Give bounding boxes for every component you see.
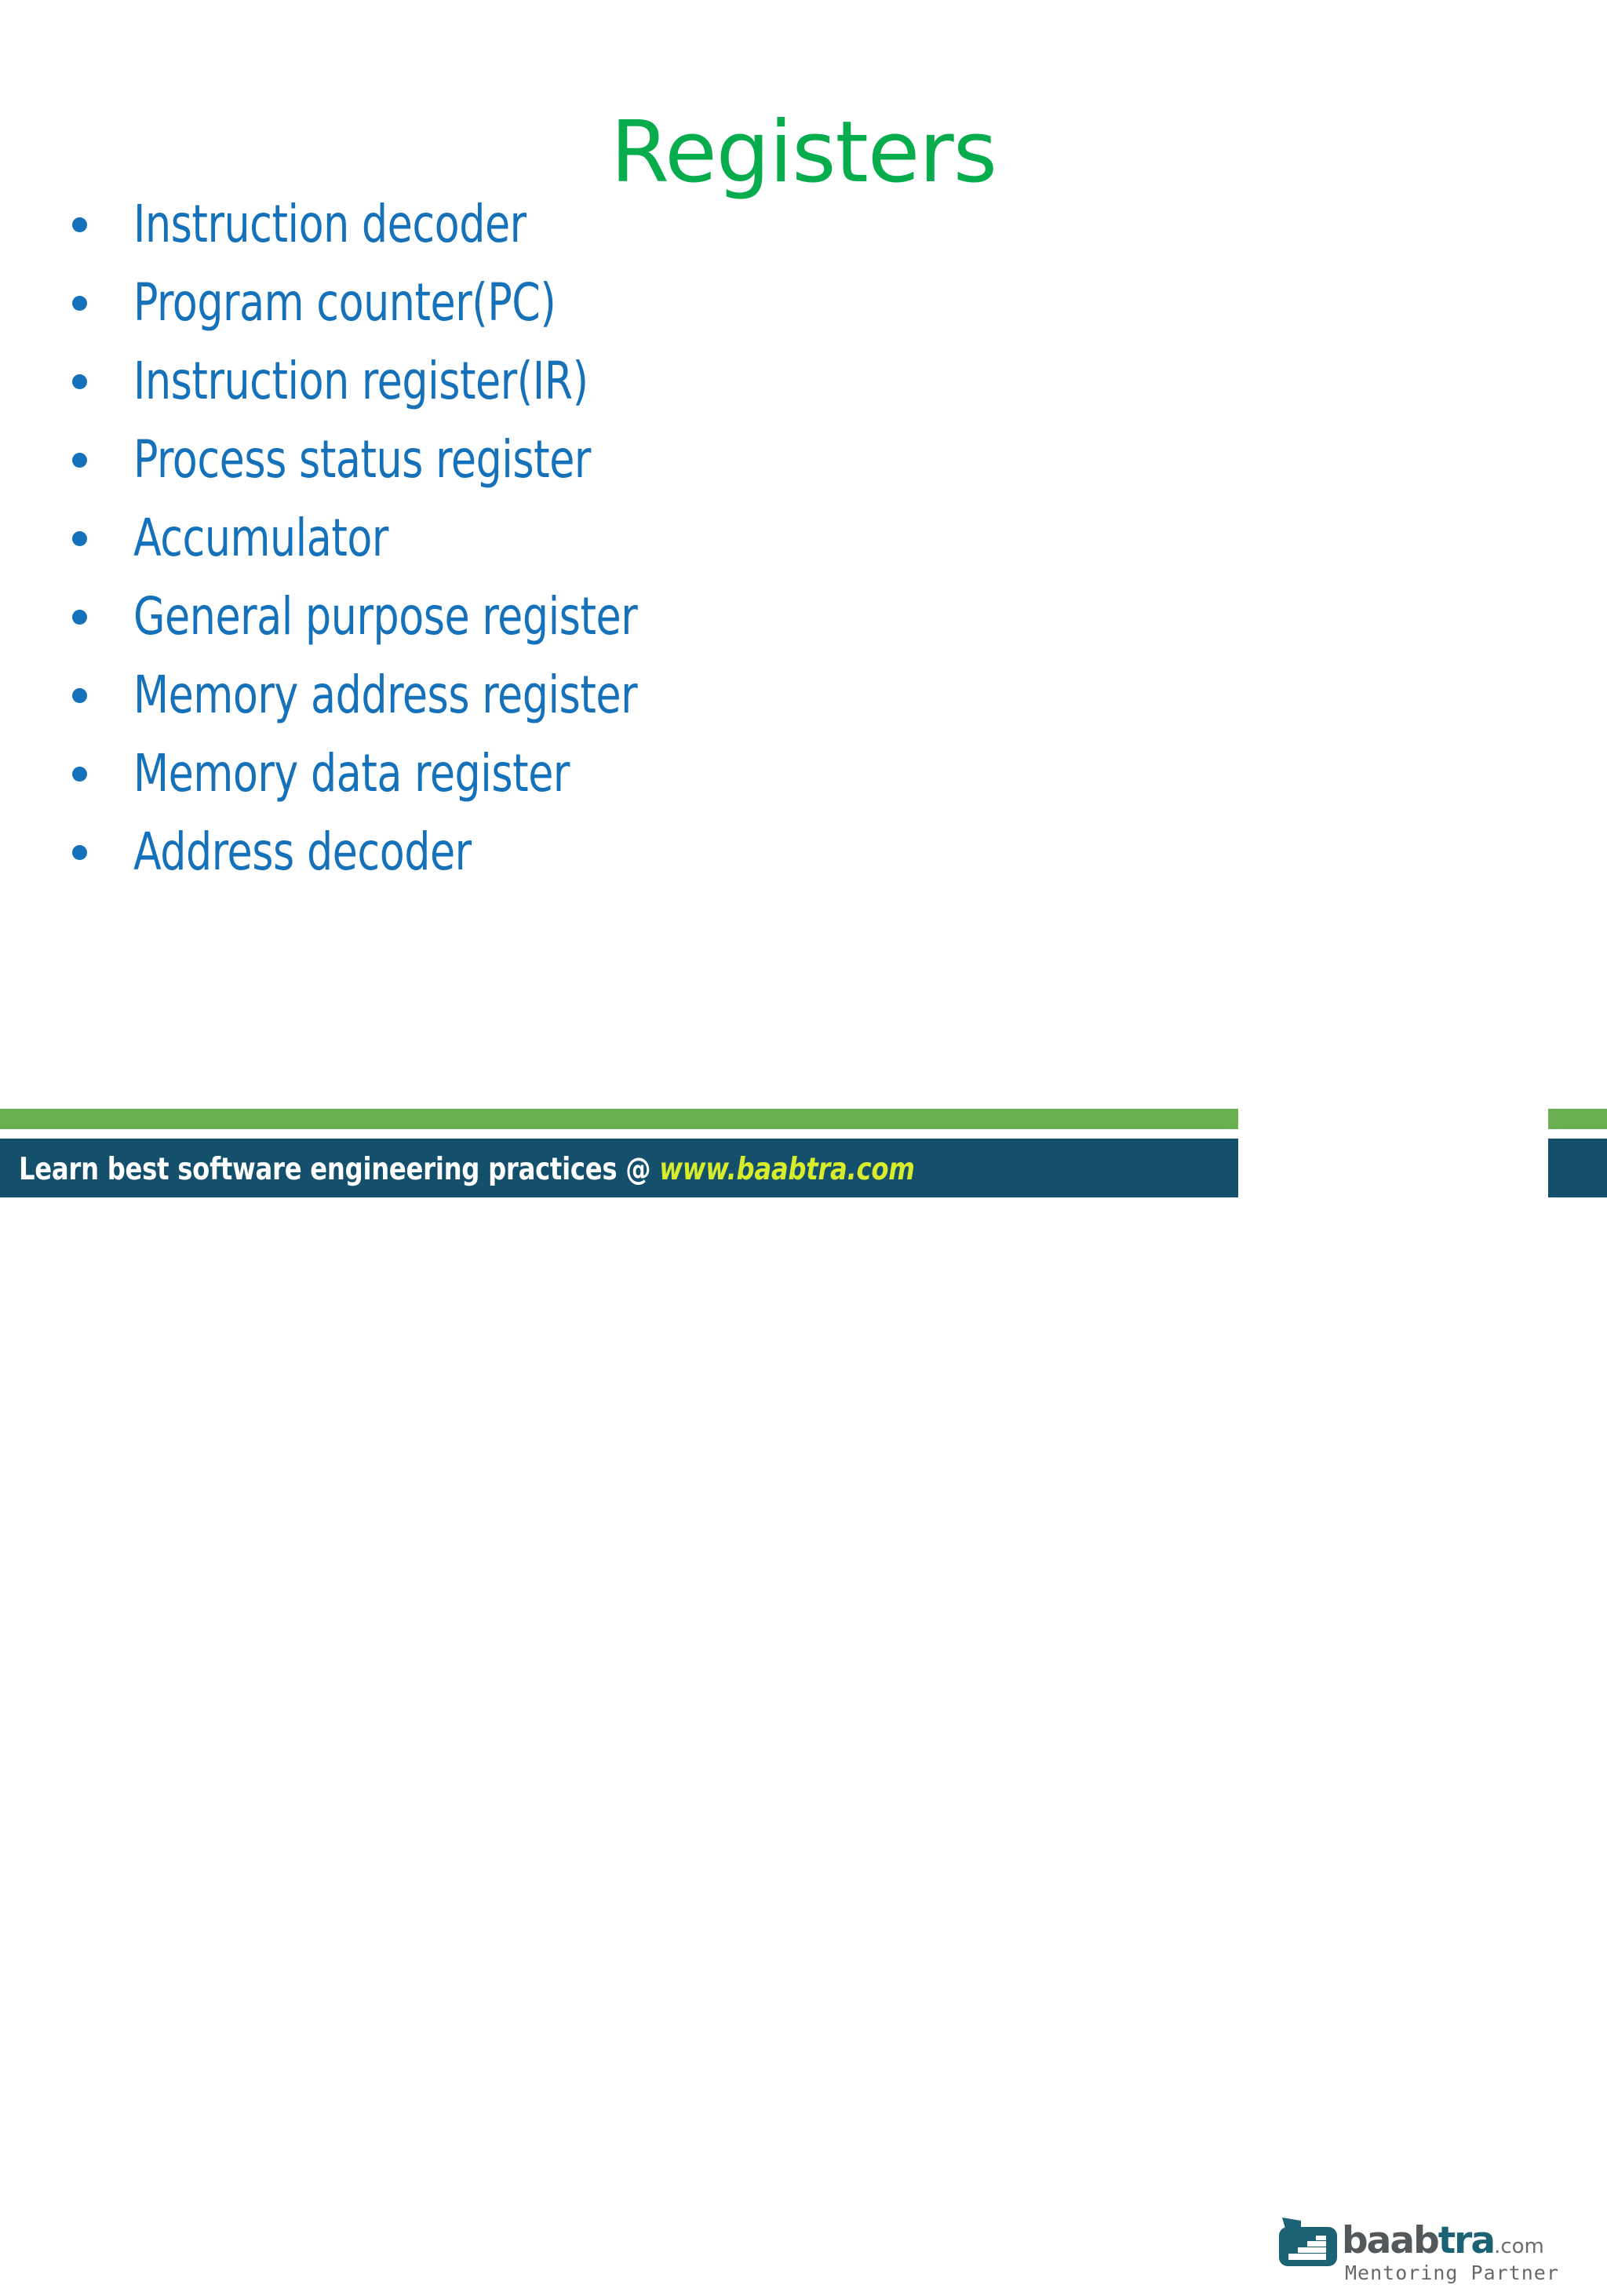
list-item-label: Instruction register(IR) [133,351,589,411]
bullet-dot-icon [72,688,87,703]
bullet-dot-icon [72,453,87,468]
bullet-dot-icon [72,767,87,782]
list-item: Instruction decoder [61,185,1489,264]
bullet-dot-icon [72,374,87,389]
footer-green-bar-right [1548,1109,1607,1129]
bullet-dot-icon [72,610,87,625]
presentation-slide: Registers Instruction decoder Program co… [0,104,1607,2284]
list-item-label: Instruction decoder [133,194,527,254]
bullet-dot-icon [72,531,87,546]
list-item-label: Program counter(PC) [133,272,556,333]
logo-tagline: Mentoring Partner [1345,2261,1559,2284]
list-item: Program counter(PC) [61,264,1489,342]
logo-word-baab: baab [1342,2219,1440,2262]
list-item: Process status register [61,421,1489,499]
list-item-label: Memory address register [133,665,638,725]
list-item-label: Address decoder [133,822,472,882]
footer-tagline: Learn best software engineering practice… [19,1152,915,1187]
baabtra-logo: baabtra.com Mentoring Partner [1277,2210,1558,2296]
list-item: Memory address register [61,656,1489,734]
logo-wordmark: baabtra.com [1342,2222,1544,2259]
list-item-label: Memory data register [133,743,570,804]
list-item: Instruction register(IR) [61,342,1489,421]
footer-green-bar [0,1109,1238,1129]
bullet-dot-icon [72,845,87,860]
bullet-dot-icon [72,217,87,232]
bullet-list: Instruction decoder Program counter(PC) … [61,185,1489,891]
list-item-label: Accumulator [133,508,388,568]
page-title: Registers [610,104,997,202]
logo-word-com: .com [1494,2235,1544,2258]
list-item: General purpose register [61,578,1489,656]
footer-navy-bar-right [1548,1139,1607,1197]
list-item: Address decoder [61,813,1489,891]
list-item: Memory data register [61,734,1489,813]
footer-tagline-prefix: Learn best software engineering practice… [19,1152,660,1187]
footer-navy-bar [0,1139,1238,1197]
speech-bubble-logo-icon [1279,2218,1337,2266]
list-item-label: General purpose register [133,586,638,647]
slide-footer: Learn best software engineering practice… [0,1102,1607,2284]
list-item-label: Process status register [133,429,591,490]
bullet-dot-icon [72,296,87,311]
footer-website-link[interactable]: www.baabtra.com [659,1152,915,1187]
list-item: Accumulator [61,499,1489,578]
logo-word-tra: tra [1438,2219,1496,2262]
